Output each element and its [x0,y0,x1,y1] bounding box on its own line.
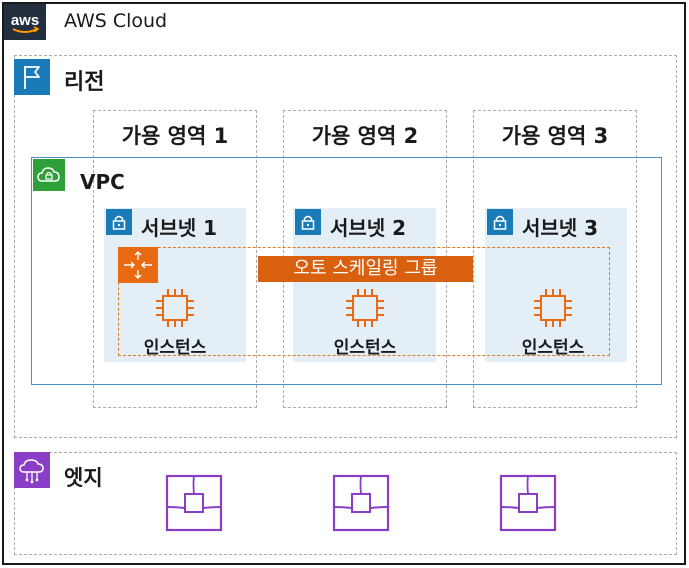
edge-container [14,452,677,555]
subnet-1-title: 서브넷 1 [141,216,218,240]
instance-3-chip-icon [530,285,576,331]
region-container [14,55,677,438]
cloud-title: AWS Cloud [64,10,168,32]
instance-3-label: 인스턴스 [521,338,585,358]
availability-zone-1-title: 가용 영역 1 [121,124,229,148]
aws-logo-text: aws [11,12,39,29]
edge-title: 엣지 [64,466,103,490]
aws-logo-icon: aws [4,4,46,40]
edge-location-3-icon [499,474,557,532]
auto-scaling-icon [118,247,158,283]
region-title: 리전 [64,70,105,95]
instance-2-chip-icon [342,285,388,331]
instance-1-chip-icon [152,285,198,331]
edge-location-2-icon [332,474,390,532]
availability-zone-1 [93,110,257,408]
edge-cloud-icon [14,452,50,488]
vpc-container [31,157,662,385]
auto-scaling-group [118,247,610,356]
auto-scaling-group-label: 오토 스케일링 그룹 [258,256,473,282]
subnet-1-lock-icon [106,209,132,235]
instance-1-label: 인스턴스 [143,338,207,358]
edge-location-1-icon [165,474,223,532]
vpc-title: VPC [80,170,125,194]
instance-2-label: 인스턴스 [333,338,397,358]
availability-zone-3 [473,110,637,408]
flag-icon [14,59,50,95]
availability-zone-3-title: 가용 영역 3 [501,124,609,148]
subnet-2-lock-icon [295,209,321,235]
subnet-3-lock-icon [487,209,513,235]
subnet-3-title: 서브넷 3 [522,216,599,240]
subnet-2-title: 서브넷 2 [330,216,407,240]
cloud-lock-icon [33,159,65,191]
availability-zone-2-title: 가용 영역 2 [311,124,419,148]
